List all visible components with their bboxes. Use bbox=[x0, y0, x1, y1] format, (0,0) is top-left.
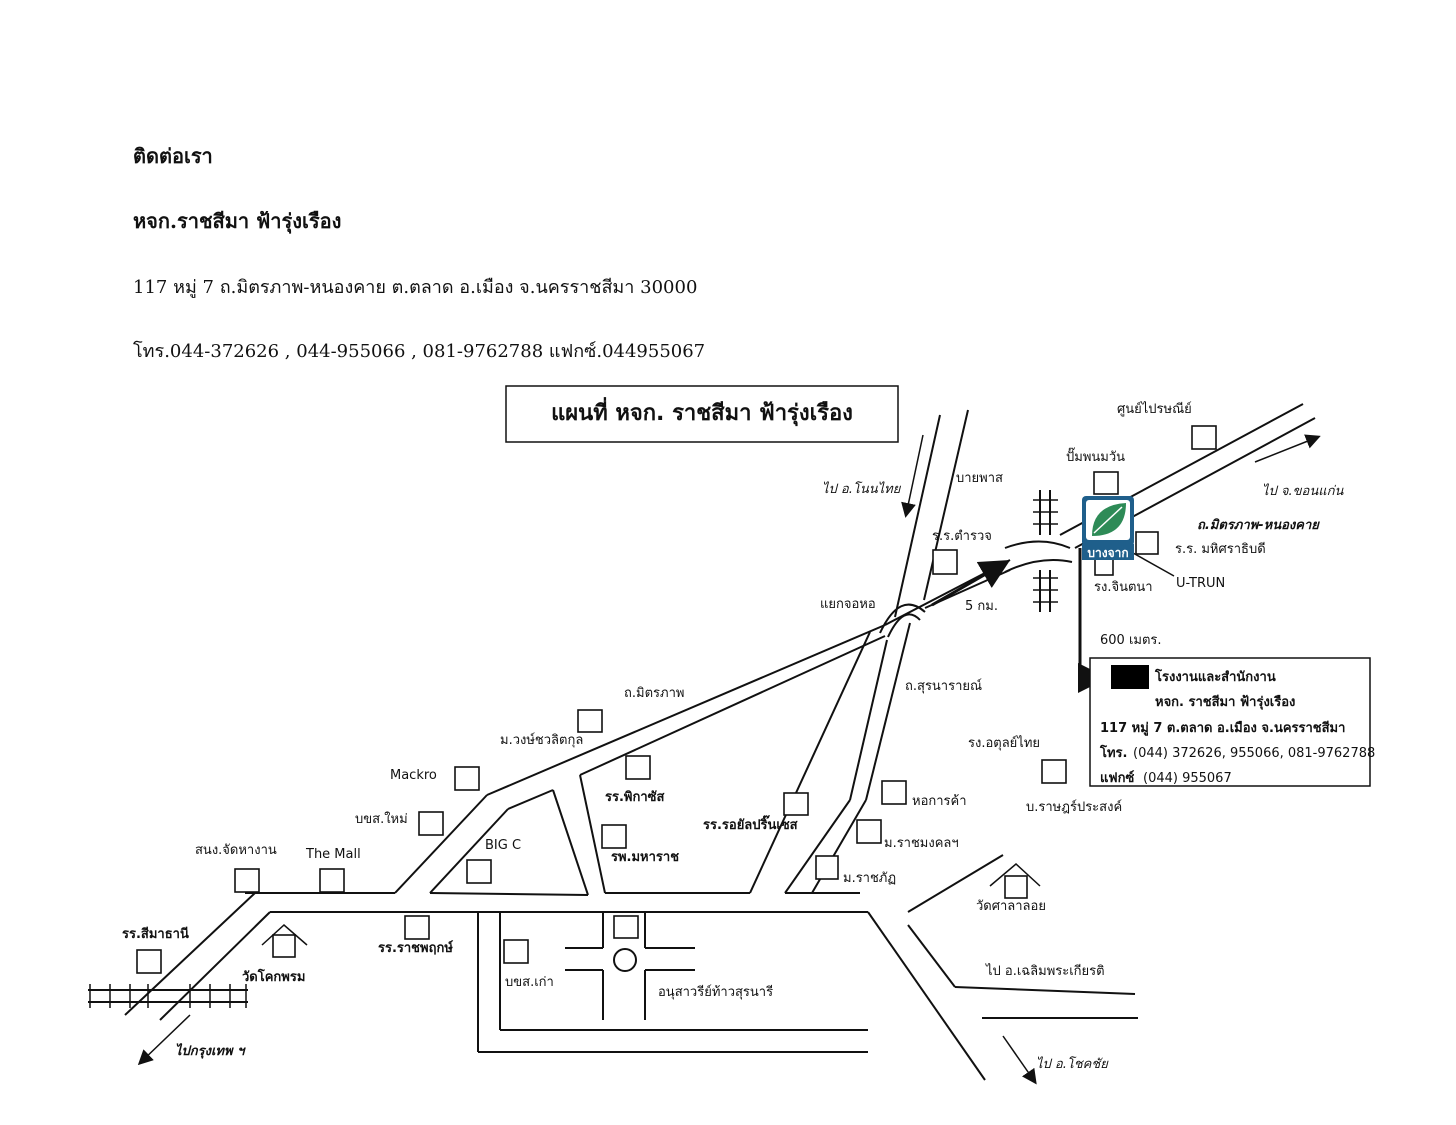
label-big-c: BIG C bbox=[485, 838, 521, 853]
label-ratchaphruek-school: รร.ราชพฤกษ์ bbox=[378, 940, 453, 956]
label-road-mittraphap-nongkhai: ถ.มิตรภาพ-หนองคาย bbox=[1197, 518, 1320, 533]
police-school-box bbox=[932, 549, 958, 575]
location-map: แผนที่ หจก. ราชสีมา ฟ้ารุ่งเรือง bbox=[88, 385, 1375, 1085]
company-address: 117 หมู่ 7 ถ.มิตรภาพ-หนองคาย ต.ตลาด อ.เม… bbox=[133, 277, 698, 298]
info-line3: 117 หมู่ 7 ต.ตลาด อ.เมือง จ.นครราชสีมา bbox=[1100, 720, 1345, 736]
post-office-box bbox=[1191, 425, 1217, 450]
road-monument-area bbox=[477, 912, 868, 1053]
railway-crossing-north bbox=[1033, 490, 1058, 535]
label-bypass: บายพาส bbox=[956, 471, 1003, 486]
label-distance-600m: 600 เมตร. bbox=[1100, 633, 1162, 648]
label-to-non-thai: ไป อ.โนนไทย bbox=[822, 481, 902, 497]
label-u-turn: U-TRUN bbox=[1176, 576, 1225, 591]
label-chamber-of-commerce: หอการค้า bbox=[912, 794, 967, 809]
the-mall-box bbox=[319, 868, 345, 893]
label-road-mittraphap: ถ.มิตรภาพ bbox=[624, 686, 684, 701]
mahisaraboadi-school-box bbox=[1135, 531, 1159, 555]
label-rajabhat-univ: ม.ราชภัฏ bbox=[843, 871, 896, 886]
label-simarathani-school: รร.สีมาธานี bbox=[122, 926, 189, 942]
label-wat-khok-phrom: วัดโคกพรม bbox=[242, 968, 305, 985]
label-phikat-school: รร.พิกาซัส bbox=[605, 790, 664, 805]
label-to-chaloem-phra-kiat: ไป อ.เฉลิมพระเกียรติ bbox=[985, 963, 1105, 979]
label-post-office: ศูนย์ไปรษณีย์ bbox=[1117, 401, 1192, 417]
temple-icon-wat-khok-phrom bbox=[261, 923, 308, 958]
label-road-suranarai: ถ.สุรนารายณ์ bbox=[905, 678, 982, 694]
rajamangala-univ-box bbox=[856, 819, 882, 844]
info-fax-value: (044) 955067 bbox=[1143, 771, 1232, 786]
bangchak-logo-icon: บางจาก bbox=[1082, 496, 1134, 560]
makro-box bbox=[454, 766, 480, 791]
label-gas-station: ปั๊มพนมวัน bbox=[1066, 447, 1125, 465]
label-maharat-hospital: รพ.มหาราช bbox=[611, 850, 679, 865]
company-phones: โทร.044-372626 , 044-955066 , 081-976278… bbox=[133, 341, 706, 362]
atun-factory-box bbox=[1041, 759, 1067, 784]
employment-office-box bbox=[234, 868, 260, 893]
wongchawalitkul-univ-box bbox=[577, 709, 603, 733]
label-wongchawalitkul-univ: ม.วงษ์ชวลิตกุล bbox=[500, 732, 583, 748]
label-to-bangkok: ไปกรุงเทพ ฯ bbox=[175, 1043, 246, 1059]
label-ratchaprasong-village: บ.ราษฎร์ประสงค์ bbox=[1026, 799, 1122, 815]
info-fax-label: แฟกซ์ bbox=[1100, 770, 1134, 786]
road-inner-block bbox=[429, 631, 871, 896]
royal-prince-school-box bbox=[783, 792, 809, 816]
temple-icon-wat-sala-loi bbox=[989, 863, 1041, 887]
label-atun-factory: รง.อตุลย์ไทย bbox=[968, 735, 1040, 751]
wat-sala-loi-box bbox=[1004, 875, 1028, 899]
contact-heading: ติดต่อเรา bbox=[133, 144, 213, 168]
label-old-bus-station: บขส.เก่า bbox=[505, 975, 554, 990]
label-royal-prince-school: รร.รอยัลปริ๊นเซส bbox=[703, 815, 798, 833]
bangchak-logo-text: บางจาก bbox=[1087, 546, 1128, 560]
info-phone-value: (044) 372626, 955066, 081-9762788 bbox=[1133, 746, 1375, 761]
label-the-mall: The Mall bbox=[305, 847, 361, 862]
road-suranarai bbox=[784, 622, 911, 894]
label-makro: Mackro bbox=[390, 768, 437, 783]
chamber-of-commerce-box bbox=[881, 780, 907, 805]
railway-crossing-south bbox=[1033, 570, 1058, 612]
simarathani-school-box bbox=[136, 949, 162, 974]
info-line2: หจก. ราชสีมา ฟ้ารุ่งเรือง bbox=[1155, 694, 1295, 710]
label-distance-5km: 5 กม. bbox=[965, 599, 998, 614]
map-title-box bbox=[505, 385, 899, 443]
company-name: หจก.ราชสีมา ฟ้ารุ่งเรือง bbox=[133, 209, 342, 233]
rajabhat-univ-box bbox=[815, 855, 839, 880]
big-c-box bbox=[466, 859, 492, 884]
road-to-non-thai bbox=[894, 409, 969, 618]
new-bus-station-box bbox=[418, 811, 444, 836]
label-jintana-factory: รง.จินตนา bbox=[1094, 580, 1153, 595]
arrow-to-chok-chai bbox=[1002, 1035, 1037, 1085]
arrow-to-khon-kaen bbox=[1254, 434, 1321, 463]
factory-marker bbox=[1111, 665, 1149, 689]
gas-station-box bbox=[1093, 471, 1119, 495]
label-police-school: ร.ร.ตำรวจ bbox=[932, 529, 992, 544]
label-mahisaraboadi-school: ร.ร. มหิศราธิบดี bbox=[1175, 541, 1266, 557]
info-line1: โรงงานและสำนักงาน bbox=[1154, 668, 1276, 685]
factory-info-box: โรงงานและสำนักงาน หจก. ราชสีมา ฟ้ารุ่งเร… bbox=[1089, 657, 1375, 787]
phikat-school-box bbox=[625, 755, 651, 780]
old-bus-station-box bbox=[503, 939, 529, 964]
label-wat-sala-loi: วัดศาลาลอย bbox=[976, 899, 1046, 914]
road-lower-horizontal bbox=[245, 854, 1138, 1081]
map-title: แผนที่ หจก. ราชสีมา ฟ้ารุ่งเรือง bbox=[551, 396, 853, 427]
label-thao-suranari-monument: อนุสาวรีย์ท้าวสุรนารี bbox=[658, 984, 773, 1000]
overpass-bypass bbox=[1004, 540, 1073, 573]
label-rajamangala-univ: ม.ราชมงคลฯ bbox=[884, 836, 959, 851]
monument-north-box bbox=[613, 915, 639, 939]
label-employment-office: สนง.จัดหางาน bbox=[195, 843, 277, 858]
maharat-hospital-box bbox=[601, 824, 627, 849]
u-turn-pointer bbox=[1132, 552, 1175, 577]
info-phone-label: โทร. bbox=[1099, 744, 1127, 761]
ratchaphruek-school-box bbox=[404, 915, 430, 940]
label-jor-hor-junction: แยกจอหอ bbox=[820, 597, 876, 612]
label-to-khon-kaen: ไป จ.ขอนแก่น bbox=[1262, 483, 1345, 499]
route-arrow-to-overpass bbox=[931, 560, 1011, 607]
railway-bottom bbox=[88, 984, 248, 1008]
label-to-chok-chai: ไป อ.โชคชัย bbox=[1036, 1056, 1109, 1072]
overpass-jor-hor bbox=[879, 603, 926, 638]
label-new-bus-station: บขส.ใหม่ bbox=[355, 811, 408, 827]
